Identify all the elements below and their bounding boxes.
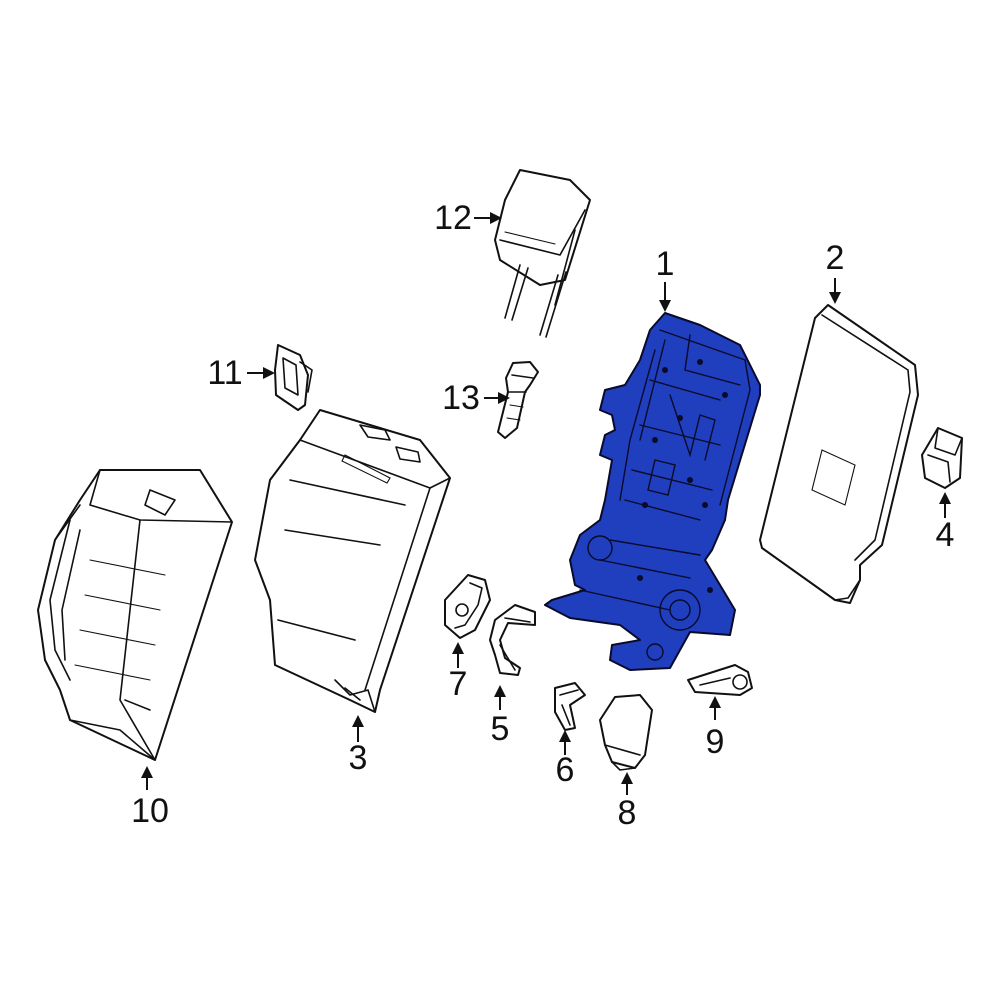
part-2-rear-panel[interactable] bbox=[759, 304, 919, 604]
part-5-bracket[interactable] bbox=[489, 604, 536, 676]
callout-label-4: 4 bbox=[936, 516, 955, 554]
part-13-headrest-guide[interactable] bbox=[497, 361, 539, 439]
callout-label-6: 6 bbox=[556, 751, 575, 789]
part-9-release-handle[interactable] bbox=[687, 664, 753, 696]
part-8-hinge-cover[interactable] bbox=[599, 694, 653, 771]
callout-arrows bbox=[141, 212, 951, 795]
callout-label-13: 13 bbox=[442, 379, 480, 417]
part-11-trim-clip[interactable] bbox=[274, 344, 313, 411]
part-10-seat-back-cushion[interactable] bbox=[37, 469, 233, 761]
callout-label-12: 12 bbox=[434, 199, 472, 237]
callout-label-8: 8 bbox=[618, 794, 637, 832]
part-7-trim-cover[interactable] bbox=[444, 574, 491, 639]
part-6-small-bracket[interactable] bbox=[554, 682, 586, 731]
callout-label-2: 2 bbox=[826, 239, 845, 277]
callout-label-1: 1 bbox=[656, 245, 675, 283]
callout-label-5: 5 bbox=[491, 710, 510, 748]
callout-label-11: 11 bbox=[207, 354, 242, 392]
part-1-seat-back-frame[interactable] bbox=[544, 312, 761, 671]
callout-labels: 1 2 3 4 5 6 7 8 9 10 11 12 13 bbox=[131, 199, 954, 832]
part-4-clip[interactable] bbox=[921, 427, 963, 489]
part-3-seat-back-panel[interactable] bbox=[254, 409, 451, 713]
part-12-headrest[interactable] bbox=[494, 169, 591, 338]
callout-label-9: 9 bbox=[706, 723, 725, 761]
callout-label-10: 10 bbox=[131, 792, 169, 830]
callout-label-3: 3 bbox=[349, 739, 368, 777]
callout-label-7: 7 bbox=[449, 665, 468, 703]
